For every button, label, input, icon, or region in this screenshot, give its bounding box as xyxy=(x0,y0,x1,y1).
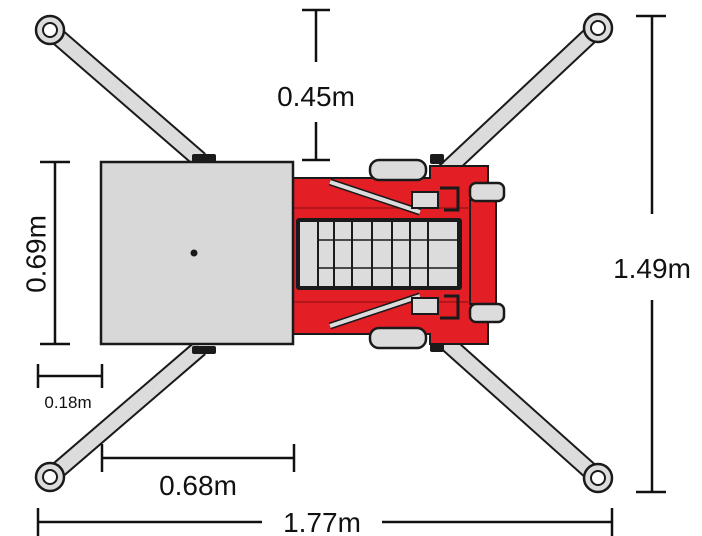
dimension-lines xyxy=(36,8,666,536)
foot-top-right xyxy=(582,12,614,44)
foot-top-left xyxy=(34,14,66,46)
outrigger-legs xyxy=(44,21,605,485)
platform-basket xyxy=(99,160,295,346)
wheel-top xyxy=(368,158,428,182)
label-top-clearance: 0.45m xyxy=(277,81,355,112)
outrigger-top-right-fill xyxy=(433,22,603,184)
outrigger-feet xyxy=(34,12,614,494)
outrigger-bottom-left-fill xyxy=(45,342,205,483)
wheels xyxy=(368,158,506,350)
outrigger-bottom-right-fill xyxy=(433,329,603,484)
label-platform-width: 0.68m xyxy=(159,470,237,501)
label-platform-height: 0.69m xyxy=(20,215,51,293)
platform-center-mark xyxy=(190,249,198,257)
label-overall-height: 1.49m xyxy=(613,253,691,284)
wheel-bottom xyxy=(368,326,428,350)
wheel-front-bottom xyxy=(468,302,506,324)
outrigger-top-left-fill xyxy=(45,24,205,166)
foot-bottom-right xyxy=(582,462,614,494)
foot-bottom-left xyxy=(34,461,66,493)
chassis-front-plate xyxy=(469,199,497,305)
chassis-arms xyxy=(328,178,460,330)
label-platform-overhang: 0.18m xyxy=(44,393,91,412)
boom-mast xyxy=(296,218,462,290)
label-overall-width: 1.77m xyxy=(283,507,361,536)
wheel-front-top xyxy=(468,181,506,203)
